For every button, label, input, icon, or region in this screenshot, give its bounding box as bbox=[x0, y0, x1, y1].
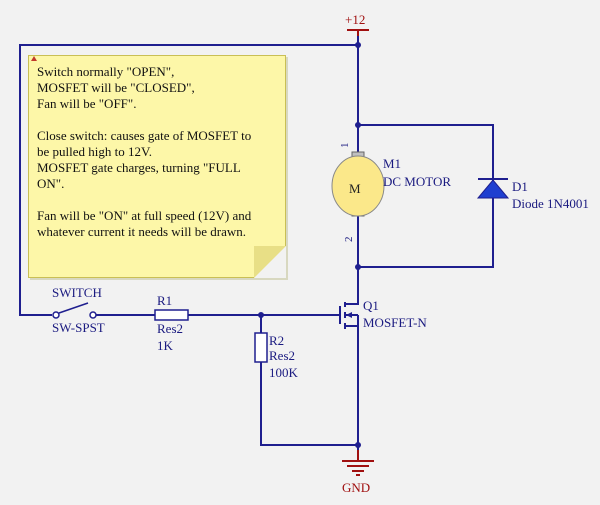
mosfet-type: MOSFET-N bbox=[363, 315, 427, 330]
sticky-note[interactable]: Switch normally "OPEN", MOSFET will be "… bbox=[28, 55, 286, 278]
r1-value: 1K bbox=[157, 338, 174, 353]
resistor-r1[interactable]: R1 Res2 1K bbox=[154, 293, 189, 353]
note-paragraph: Switch normally "OPEN", MOSFET will be "… bbox=[37, 64, 283, 112]
resistor-r2[interactable]: R2 Res2 100K bbox=[254, 332, 299, 380]
r2-type: Res2 bbox=[269, 348, 295, 363]
diode-designator: D1 bbox=[512, 179, 528, 194]
switch-type: SW-SPST bbox=[52, 320, 105, 335]
r2-value: 100K bbox=[269, 365, 299, 380]
motor-m1[interactable]: M 1 2 M1 DC MOTOR bbox=[331, 140, 451, 243]
switch-spst[interactable]: SWITCH SW-SPST bbox=[52, 285, 105, 335]
note-line: ON". bbox=[37, 176, 65, 191]
mosfet-q1[interactable] bbox=[339, 300, 359, 329]
note-line: whatever current it needs will be drawn. bbox=[37, 224, 247, 239]
r1-type: Res2 bbox=[157, 321, 183, 336]
power-supply-symbol: +12 bbox=[345, 12, 369, 36]
motor-type: DC MOTOR bbox=[383, 174, 451, 189]
diode-part: Diode 1N4001 bbox=[512, 196, 589, 211]
diode-d1[interactable]: D1 Diode 1N4001 bbox=[476, 178, 589, 211]
note-paragraph: Close switch: causes gate of MOSFET to b… bbox=[37, 128, 283, 192]
junctions bbox=[258, 42, 361, 448]
r2-designator: R2 bbox=[269, 333, 284, 348]
ground-label: GND bbox=[342, 480, 370, 495]
motor-symbol-letter: M bbox=[349, 181, 361, 196]
motor-designator: M1 bbox=[383, 156, 401, 171]
note-line: MOSFET will be "CLOSED", bbox=[37, 80, 195, 95]
note-text: Switch normally "OPEN", MOSFET will be "… bbox=[37, 64, 283, 256]
r1-designator: R1 bbox=[157, 293, 172, 308]
note-line: MOSFET gate charges, turning "FULL bbox=[37, 160, 241, 175]
switch-name: SWITCH bbox=[52, 285, 102, 300]
mosfet-designator: Q1 bbox=[363, 298, 379, 313]
motor-pin1-label: 1 bbox=[339, 143, 351, 149]
note-line: Fan will be "ON" at full speed (12V) and bbox=[37, 208, 252, 223]
motor-pin2-label: 2 bbox=[343, 237, 355, 243]
note-marker-icon bbox=[31, 56, 37, 61]
note-line: Fan will be "OFF". bbox=[37, 96, 137, 111]
note-line: be pulled high to 12V. bbox=[37, 144, 152, 159]
note-line: Close switch: causes gate of MOSFET to bbox=[37, 128, 252, 143]
note-fold-corner bbox=[254, 246, 286, 278]
supply-label: +12 bbox=[345, 12, 365, 27]
note-paragraph: Fan will be "ON" at full speed (12V) and… bbox=[37, 208, 283, 240]
note-line: Switch normally "OPEN", bbox=[37, 64, 175, 79]
ground-symbol: GND bbox=[342, 450, 374, 495]
